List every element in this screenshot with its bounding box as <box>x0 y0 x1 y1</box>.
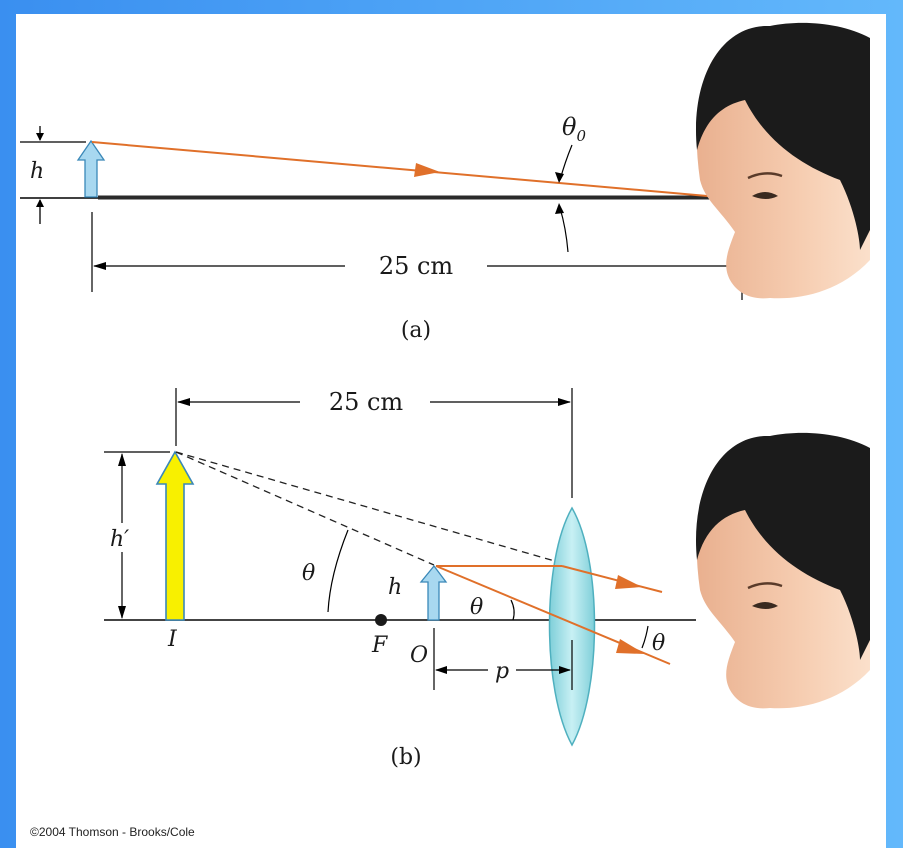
object-arrow-b <box>419 564 448 621</box>
angle-marker-bottom <box>559 207 569 253</box>
object-height-label-a: h <box>30 159 44 184</box>
ray-refracted <box>561 565 663 593</box>
distance-label-b: 25 cm <box>329 388 404 416</box>
object-distance-label: p <box>495 659 509 684</box>
ray-arrowhead-lower <box>616 639 645 654</box>
copyright-notice: ©2004 Thomson - Brooks/Cole <box>30 825 195 839</box>
angle-arc-left <box>327 529 349 613</box>
focal-point <box>375 614 387 626</box>
face-illustration-a <box>695 22 870 299</box>
image-arrow <box>155 450 195 621</box>
focal-label: F <box>371 633 388 658</box>
theta-zero-label: θ0 <box>562 113 586 145</box>
distance-label-a: 25 cm <box>379 252 454 280</box>
image-label: I <box>167 627 178 652</box>
dashed-ray-top <box>175 451 573 567</box>
face-illustration-b <box>695 432 870 709</box>
dashed-ray-bottom <box>175 451 435 566</box>
theta-label-left: θ <box>302 561 315 586</box>
theta-label-mid: θ <box>470 595 483 620</box>
theta-label-right: θ <box>652 631 665 656</box>
converging-lens <box>548 506 596 747</box>
ray-arrowhead-upper <box>615 575 642 589</box>
image-height-label: h′ <box>110 527 129 552</box>
caption-a: (a) <box>401 318 431 343</box>
figure-a: h θ0 25 cm (a) <box>20 113 743 343</box>
ray-arrowhead-a <box>414 163 440 177</box>
angle-arc-mid <box>510 599 515 621</box>
object-height-label-b: h <box>388 575 402 600</box>
caption-b: (b) <box>390 745 421 770</box>
object-label: O <box>410 643 428 668</box>
ray-a <box>91 141 731 199</box>
figure-b: 25 cm h′ θ F h θ θ <box>104 388 696 770</box>
angle-arc-right <box>641 625 649 649</box>
object-arrow-a <box>76 139 106 198</box>
